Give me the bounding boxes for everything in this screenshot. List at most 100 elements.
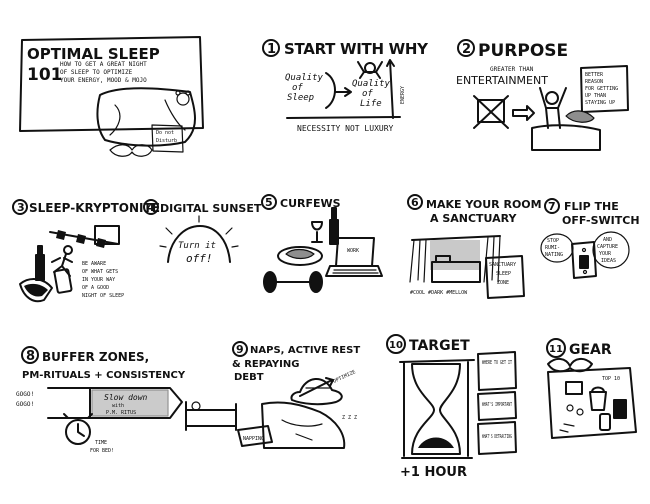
hat-icon xyxy=(290,378,343,406)
kryptonite-note-2: OF WHAT GETS xyxy=(82,269,118,275)
purpose-greater: GREATER THAN xyxy=(490,66,534,73)
q-sleep-2: of xyxy=(292,83,303,93)
panel-target: 10 TARGET WHERE TO GET IT WHAT'S IMPORTA… xyxy=(386,334,517,480)
sign-line-3: ZONE xyxy=(497,280,509,286)
panel-switch: 7 FLIP THE OFF-SWITCH STOP RUMI- NATING … xyxy=(540,198,640,279)
why-caption: NECESSITY NOT LUXURY xyxy=(297,124,394,133)
earplug-icon xyxy=(566,404,574,412)
hat-icon xyxy=(19,278,53,303)
number-badge-2 xyxy=(457,39,475,57)
sign-text-2: Disturb xyxy=(156,138,177,144)
time-line-1: TIME xyxy=(95,440,107,446)
target-box-1-text: WHERE TO GET IT xyxy=(482,360,512,366)
target-box-3 xyxy=(477,421,517,455)
plus-one-hour: +1 HOUR xyxy=(400,465,467,480)
number-badge-6 xyxy=(407,194,423,210)
reason-2: REASON xyxy=(585,79,603,85)
zone-left xyxy=(47,387,91,419)
target-box-1 xyxy=(477,351,517,391)
napping-sign-text: NAPPING xyxy=(243,436,264,442)
laptop-screen-text: WORK xyxy=(347,248,359,254)
gogo-1: GOGO! xyxy=(16,391,34,398)
alarm-clock-icon xyxy=(65,419,91,445)
bed-icon xyxy=(531,124,601,151)
napping-person-icon xyxy=(261,401,346,449)
reason-1: BETTER xyxy=(585,72,604,78)
naps-title-2: & REPAYING xyxy=(232,359,299,370)
number-badge-1 xyxy=(262,39,280,57)
hourglass-frame-icon xyxy=(399,359,475,459)
sign-line-2: SLEEP xyxy=(496,271,511,277)
purpose-title: PURPOSE xyxy=(478,41,568,61)
sanctuary-sign xyxy=(485,255,525,299)
person-icon xyxy=(545,91,559,105)
panel-kryptonite: 3 SLEEP-KRYPTONITE BE AWARE OF WHAT GETS… xyxy=(12,199,160,303)
sign-text-1: Do not xyxy=(156,130,174,136)
sign-line-1: SANCTUARY xyxy=(489,262,516,268)
purpose-entertainment: ENTERTAINMENT xyxy=(456,74,548,87)
number-4: 4 xyxy=(147,201,155,214)
target-box-3-text: WHAT'S DETRACTING xyxy=(482,434,512,440)
light-switch-icon xyxy=(571,241,597,279)
panel-sunset: 4 DIGITAL SUNSET Turn it off! xyxy=(143,199,262,265)
number-7: 7 xyxy=(548,200,556,213)
number-6: 6 xyxy=(411,196,419,209)
kryptonite-note-3: IN YOUR WAY xyxy=(82,277,115,283)
bed-icon xyxy=(431,255,481,283)
panel-buffer: 8 BUFFER ZONES, PM-RITUALS + CONSISTENCY… xyxy=(16,346,237,454)
energy-axis xyxy=(386,59,395,119)
baseline xyxy=(286,116,401,119)
number-badge-9 xyxy=(232,341,248,357)
intro-frame xyxy=(19,36,204,132)
phone-icon xyxy=(613,399,627,419)
gear-title: GEAR xyxy=(569,342,612,358)
bubble1-line3: NATING xyxy=(545,252,563,258)
number-badge-5 xyxy=(261,194,277,210)
panel-curfews: 5 CURFEWS WORK xyxy=(261,194,383,293)
hourglass-icon xyxy=(411,363,461,455)
kryptonite-note-5: NIGHT OF SLEEP xyxy=(82,293,124,299)
kryptonite-title: SLEEP-KRYPTONITE xyxy=(29,201,160,215)
target-box-2 xyxy=(477,391,517,421)
sleeping-figure xyxy=(565,110,595,123)
running-figure-icon xyxy=(63,245,73,255)
number-badge-11 xyxy=(546,338,566,358)
sanctuary-title-1: MAKE YOUR ROOM xyxy=(426,198,542,211)
panel-naps: 9 NAPS, ACTIVE REST & REPAYING DEBT OPTI… xyxy=(232,341,360,449)
sanctuary-title-2: A SANCTUARY xyxy=(430,212,518,225)
bed-icon xyxy=(185,401,237,431)
energy-label: ENERGY xyxy=(400,86,406,104)
q-sleep-3: Sleep xyxy=(287,93,314,103)
wine-bottle-icon xyxy=(329,207,339,245)
number-badge-10 xyxy=(386,334,406,354)
switch-title-2: OFF-SWITCH xyxy=(562,214,640,227)
bottle-icon xyxy=(35,245,45,281)
time-line-2: FOR BED! xyxy=(90,448,114,454)
sanctuary-tags: #COOL #DARK #MELLOW xyxy=(410,290,468,296)
tv-icon xyxy=(477,99,505,123)
arrow-icon xyxy=(335,87,352,97)
arrow-label: OPTIMIZE xyxy=(332,369,356,385)
book-icon xyxy=(565,381,583,395)
number-2: 2 xyxy=(462,42,471,57)
arrow-icon xyxy=(512,105,535,121)
sunset-title: DIGITAL SUNSET xyxy=(160,202,262,215)
number-badge-7 xyxy=(544,198,560,214)
intro-subtitle-3: YOUR ENERGY, MOOD & MOJO xyxy=(60,77,147,84)
rising-arrow-icon xyxy=(299,377,334,397)
bubble1-line1: STOP xyxy=(547,238,559,244)
reason-3: FOR GETTING xyxy=(585,86,618,92)
q-sleep-1: Quality xyxy=(285,73,324,83)
reason-4: UP THAN xyxy=(585,93,606,99)
reason-5: STAYING UP xyxy=(585,100,615,106)
top-ten-label: TOP 10 xyxy=(602,376,620,382)
number-11: 11 xyxy=(549,344,563,355)
panel-gear: 11 GEAR TOP 10 xyxy=(546,338,637,439)
number-3: 3 xyxy=(17,201,25,214)
number-badge-4 xyxy=(143,199,159,215)
slow-line-1: Slow down xyxy=(104,393,148,402)
slow-line-2: with xyxy=(112,403,124,409)
bubble2-line2: CAPTURE xyxy=(597,244,618,250)
zzz-label: Z Z Z xyxy=(342,415,357,421)
